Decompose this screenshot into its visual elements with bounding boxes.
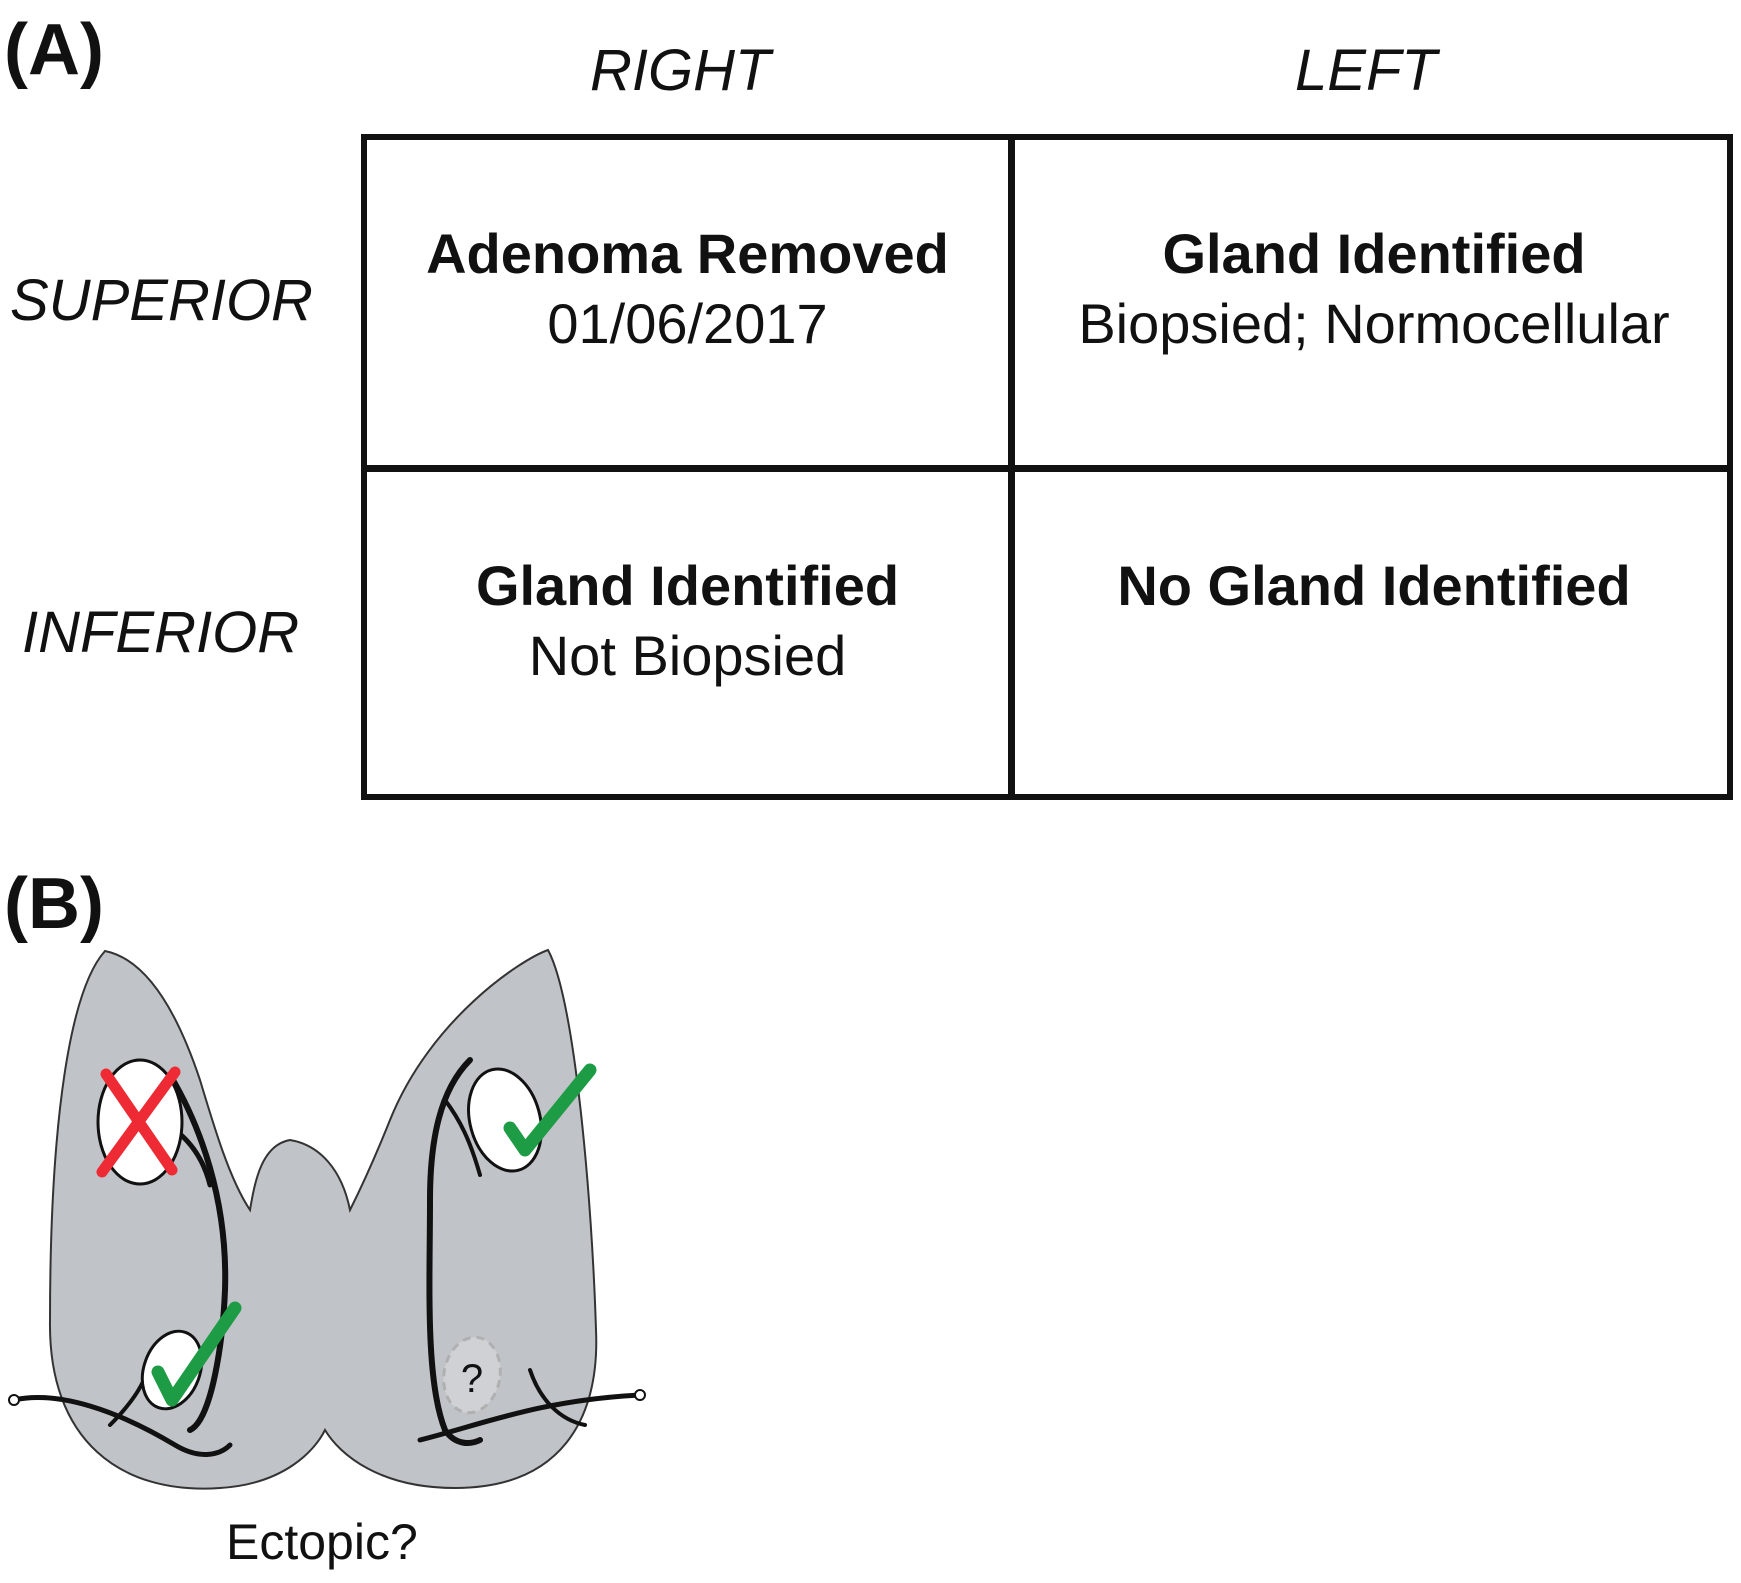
- question-icon: ?: [461, 1357, 483, 1401]
- vessel-left: [426, 1057, 483, 1446]
- check-icon: [503, 1063, 597, 1157]
- table-divider-horizontal: [367, 465, 1727, 472]
- cell-right-inferior: Gland Identified Not Biopsied: [367, 554, 1008, 694]
- removed-x-icon: [96, 1066, 181, 1178]
- cell-detail: Biopsied; Normocellular: [1078, 292, 1670, 356]
- row-header-inferior: INFERIOR: [22, 600, 300, 665]
- gland-left-inferior: [442, 1335, 502, 1415]
- cell-title: No Gland Identified: [1117, 554, 1631, 617]
- cell-left-inferior: No Gland Identified: [1015, 554, 1733, 618]
- row-header-superior: SUPERIOR: [10, 268, 313, 333]
- cell-title: Adenoma Removed: [426, 222, 949, 285]
- panel-b-label: (B): [4, 864, 104, 944]
- cell-right-superior: Adenoma Removed 01/06/2017: [367, 222, 1008, 362]
- thyroid-gland-shape: [48, 948, 598, 1490]
- cell-detail: 01/06/2017: [547, 292, 828, 356]
- cell-title: Gland Identified: [475, 554, 900, 617]
- nerve-right: [11, 1395, 233, 1457]
- gland-status-table: Adenoma Removed 01/06/2017 Gland Identif…: [361, 134, 1733, 800]
- column-header-right: RIGHT: [590, 38, 771, 103]
- vessel-left-branch: [443, 1098, 482, 1177]
- ectopic-label: Ectopic?: [226, 1514, 418, 1570]
- check-icon: [151, 1301, 242, 1407]
- nerve-left: [417, 1392, 643, 1443]
- thyroid-parathyroid-diagram: ?: [8, 948, 646, 1490]
- vessel-right: [167, 1072, 229, 1433]
- column-header-left: LEFT: [1295, 38, 1437, 103]
- cell-title: Gland Identified: [1162, 222, 1586, 285]
- cell-detail: Not Biopsied: [528, 624, 847, 688]
- cell-left-superior: Gland Identified Biopsied; Normocellular: [1015, 222, 1733, 362]
- panel-a-label: (A): [4, 10, 104, 90]
